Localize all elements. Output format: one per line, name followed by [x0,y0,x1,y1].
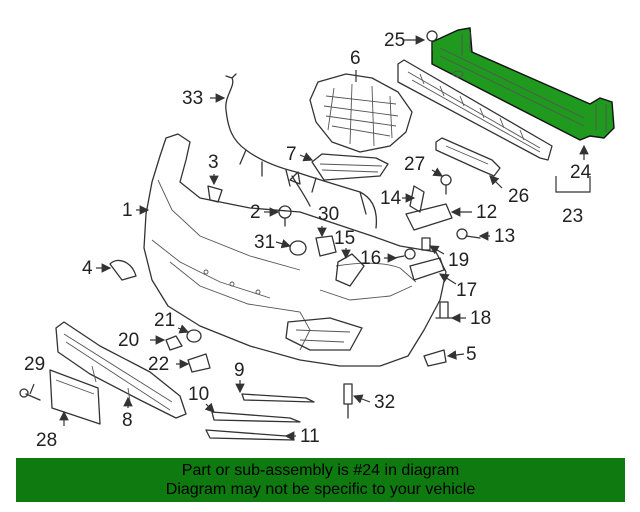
callout-labels: 25 6 7 33 3 1 2 4 5 8 9 10 11 12 13 14 1… [24,30,592,451]
bolt-part-25[interactable] [426,30,438,51]
callout-6: 6 [350,48,361,69]
grommet-part-30[interactable] [315,235,337,257]
callout-28: 28 [36,430,57,451]
callout-30: 30 [318,204,339,225]
banner-line-2: Diagram may not be specific to your vehi… [165,481,476,498]
bumper-cover-part-1[interactable] [143,133,447,367]
callout-22: 22 [148,354,169,375]
callout-29: 29 [24,354,45,375]
callout-20: 20 [118,330,139,351]
nut-part-31[interactable] [289,240,307,256]
energy-absorber-part-23[interactable] [397,59,553,161]
callout-9: 9 [234,360,245,381]
bolt-part-18[interactable] [435,301,453,319]
banner-line-1: Part or sub-assembly is #24 in diagram [181,462,460,479]
clip-part-20[interactable] [165,335,183,351]
wiring-harness-part-33[interactable] [225,73,378,229]
grille-insert-part-7[interactable] [311,153,389,181]
washer-part-21[interactable] [186,329,202,343]
bracket-part-17[interactable] [409,257,445,281]
leader-lines [29,35,591,441]
clip-part-19[interactable] [421,237,431,251]
screw-part-2[interactable] [278,205,292,227]
callout-24: 24 [570,162,592,183]
bolt-part-27[interactable] [440,174,452,195]
callout-3: 3 [208,152,219,173]
exploded-parts-diagram: 25 6 7 33 3 1 2 4 5 8 9 10 11 12 13 14 1… [19,27,615,451]
small-components [19,30,481,419]
callout-25: 25 [384,30,405,51]
callout-10: 10 [188,384,209,405]
impact-beam-part-24[interactable] [431,27,615,141]
callout-21: 21 [154,310,175,331]
callout-7: 7 [286,144,297,165]
callout-4: 4 [82,258,93,279]
callout-15: 15 [334,228,355,249]
clip-part-4[interactable] [109,259,137,281]
callout-32: 32 [374,392,395,413]
bracket-part-22[interactable] [187,353,211,373]
bracket-part-3[interactable] [207,185,223,203]
callout-13: 13 [494,226,515,247]
trim-strip-part-10[interactable] [211,411,301,423]
bracket-part-12[interactable] [405,203,453,231]
callout-33: 33 [182,88,203,109]
callout-12: 12 [476,202,497,223]
trim-strip-part-11[interactable] [205,429,295,441]
callout-27: 27 [404,154,425,175]
callout-16: 16 [360,248,381,269]
callout-14: 14 [380,188,402,209]
bracket-part-26[interactable] [435,137,501,177]
grille-part-6[interactable] [309,73,413,153]
callout-17: 17 [456,280,477,301]
callout-11: 11 [300,426,320,447]
callout-2: 2 [250,202,261,223]
callout-23: 23 [562,206,583,227]
callout-8: 8 [122,410,133,431]
callout-26: 26 [508,186,529,207]
cover-part-5[interactable] [423,349,447,367]
callout-5: 5 [466,344,477,365]
callout-31: 31 [254,232,275,253]
bracket-part-14[interactable] [409,185,425,213]
trim-strip-part-9[interactable] [241,393,315,403]
screw-part-16[interactable] [393,248,416,260]
license-plate-bracket-part-28[interactable] [49,369,101,425]
callout-1: 1 [122,200,133,221]
screw-part-29[interactable] [19,388,41,401]
bolt-part-13[interactable] [456,228,481,240]
callout-19: 19 [448,250,469,271]
info-banner: Part or sub-assembly is #24 in diagram D… [16,458,625,502]
sensor-part-32[interactable] [343,383,353,419]
callout-18: 18 [470,308,491,329]
lower-valance-part-8[interactable] [55,321,187,419]
